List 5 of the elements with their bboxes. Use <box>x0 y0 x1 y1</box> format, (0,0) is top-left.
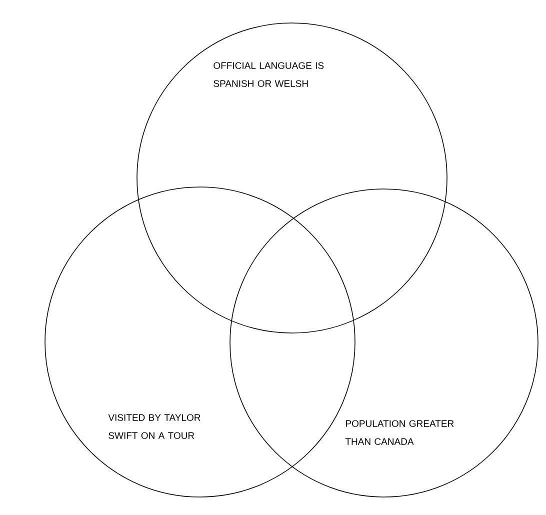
circle-label: VISITED BY TAYLOR SWIFT ON A TOUR <box>108 414 200 439</box>
venn-circle <box>230 188 538 498</box>
circle-label: OFFICIAL LANGUAGE IS SPANISH OR WELSH <box>214 62 324 87</box>
venn-circle <box>136 22 448 334</box>
circle-label: POPULATION GREATER THAN CANADA <box>345 420 454 445</box>
